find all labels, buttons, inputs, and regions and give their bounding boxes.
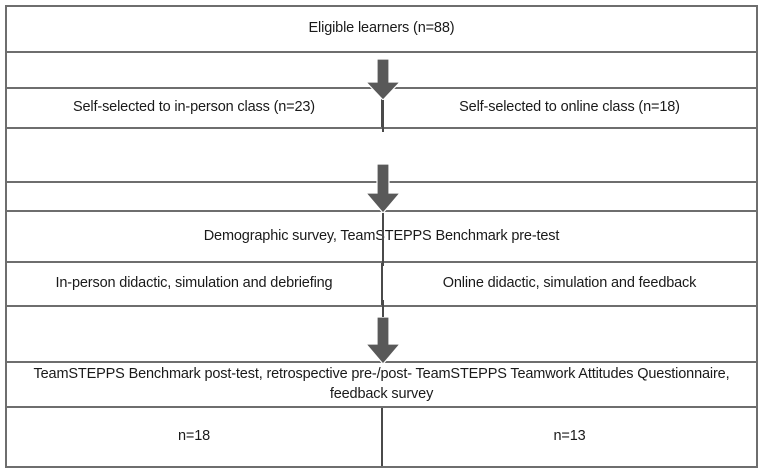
cell-count-online: n=13 bbox=[553, 428, 586, 445]
row-posttest: TeamSTEPPS Benchmark post-test, retrospe… bbox=[7, 363, 756, 408]
row-final-counts: n=18 n=13 bbox=[7, 408, 756, 466]
row-pretest: Demographic survey, TeamSTEPPS Benchmark… bbox=[7, 212, 756, 263]
row-eligible-learners: Eligible learners (n=88) bbox=[7, 7, 756, 53]
cell-self-selected-in-person: Self-selected to in-person class (n=23) bbox=[7, 89, 383, 127]
cell-demographic-survey-pretest: Demographic survey, TeamSTEPPS Benchmark… bbox=[203, 227, 560, 244]
connector-line-2 bbox=[382, 208, 384, 266]
row-intervention: In-person didactic, simulation and debri… bbox=[7, 263, 756, 307]
down-arrow-icon bbox=[365, 317, 401, 364]
cell-count-in-person: n=18 bbox=[7, 408, 383, 466]
connector-line-3 bbox=[382, 300, 384, 322]
row-self-selection: Self-selected to in-person class (n=23) … bbox=[7, 89, 756, 129]
down-arrow-icon bbox=[365, 59, 401, 100]
connector-line-1 bbox=[382, 96, 384, 132]
down-arrow-icon bbox=[365, 164, 401, 213]
cell-self-selected-online: Self-selected to online class (n=18) bbox=[459, 99, 680, 116]
flowchart-grid: Eligible learners (n=88) Self-selected t… bbox=[5, 5, 758, 468]
cell-online-didactic: Online didactic, simulation and feedback bbox=[442, 275, 697, 292]
cell-posttest-measures: TeamSTEPPS Benchmark post-test, retrospe… bbox=[33, 365, 730, 402]
cell-in-person-didactic: In-person didactic, simulation and debri… bbox=[7, 263, 383, 305]
cell-eligible-learners: Eligible learners (n=88) bbox=[308, 20, 455, 37]
